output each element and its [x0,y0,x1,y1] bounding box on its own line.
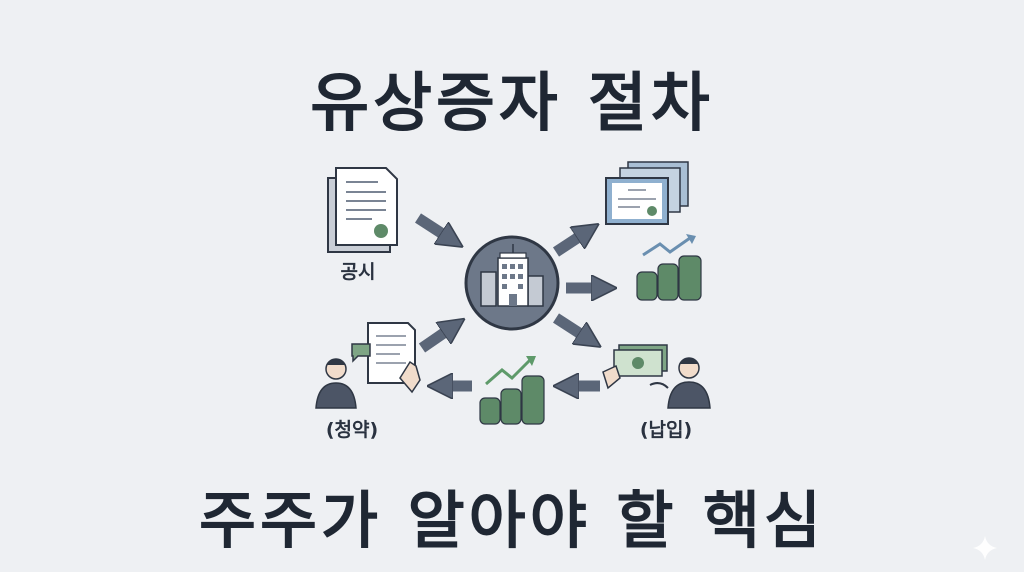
coins-icon [479,356,545,425]
sparkle-icon [973,536,997,560]
document-icon [327,167,398,253]
arrow-disclosure-to-company [415,213,452,240]
money-hand-icon [602,344,668,390]
page-title: 유상증자 절차 [310,67,714,141]
arrow-company-to-payment [553,313,590,340]
label-subscription: (청약) [326,419,378,441]
building-icon [464,235,560,331]
page-subtitle: 주주가 알아야 할 핵심 [198,484,826,557]
flow-arrows [415,213,604,386]
coins-growth-icon [636,234,702,301]
certificate-icon [605,161,689,225]
label-disclosure: 공시 [341,261,376,283]
person-icon [649,357,711,409]
arrow-company-to-certificates [552,231,588,257]
arrow-subscription-to-company [418,326,454,353]
label-payment: (납입) [640,419,692,441]
person-icon [315,358,357,409]
subscription-form-icon [351,322,421,394]
